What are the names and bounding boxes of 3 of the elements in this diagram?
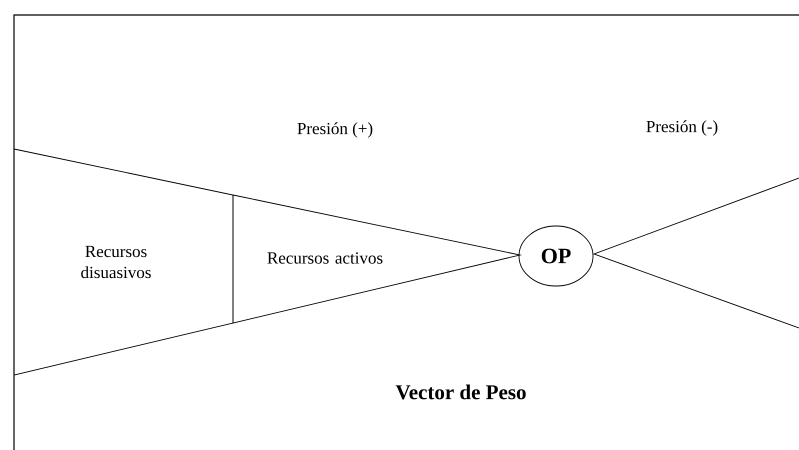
label: Presión (-) (646, 120, 718, 136)
label: Presión (+) (297, 122, 372, 138)
heading: Vector de Peso (396, 384, 526, 400)
